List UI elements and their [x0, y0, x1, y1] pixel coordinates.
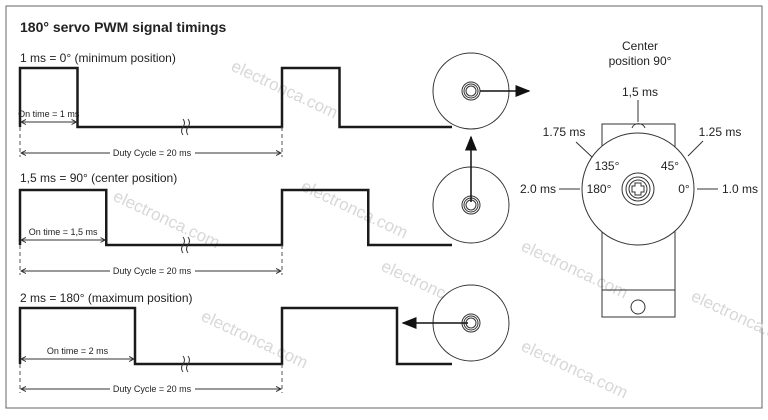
on-time-label: On time = 1,5 ms	[29, 227, 98, 237]
time-break-icon	[181, 236, 190, 254]
mounting-hole	[630, 299, 646, 315]
row-label: 1,5 ms = 90° (center position)	[20, 171, 177, 185]
watermark: electronca.com	[198, 306, 311, 372]
timing-2ms: 2.0 ms	[520, 182, 556, 196]
timing-1-5ms: 1,5 ms	[622, 85, 658, 99]
timing-1-75ms: 1.75 ms	[543, 125, 586, 139]
pwm-row: 1,5 ms = 90° (center position) On time = …	[18, 135, 510, 276]
angle-180: 180°	[587, 182, 612, 196]
watermark: electronca.com	[518, 336, 631, 402]
screw-icon	[631, 182, 645, 196]
center-title: Center	[622, 39, 658, 53]
timing-1-25ms: 1.25 ms	[699, 125, 742, 139]
row-label: 2 ms = 180° (maximum position)	[20, 291, 193, 305]
duty-cycle-label: Duty Cycle = 20 ms	[113, 384, 192, 394]
servo-horn	[581, 132, 695, 246]
angle-135: 135°	[595, 159, 620, 173]
frame	[5, 5, 763, 409]
duty-cycle-label: Duty Cycle = 20 ms	[113, 148, 192, 158]
row-label: 1 ms = 0° (minimum position)	[20, 51, 176, 65]
angle-0: 0°	[678, 182, 690, 196]
time-break-icon	[181, 355, 190, 373]
watermark: electronca.com	[298, 176, 411, 242]
duty-cycle-label: Duty Cycle = 20 ms	[113, 266, 192, 276]
timing-1ms: 1.0 ms	[722, 182, 758, 196]
watermark: electronca.com	[518, 236, 631, 302]
servo-diagram: Center position 90° 1,5 ms 1.75 ms 1.25 …	[520, 39, 758, 318]
pwm-row: 1 ms = 0° (minimum position) On time = 1 …	[18, 51, 531, 158]
center-title-2: position 90°	[609, 54, 672, 68]
time-break-icon	[181, 118, 190, 136]
angle-45: 45°	[661, 159, 679, 173]
watermark: electronca.com	[110, 186, 223, 252]
diagram-title: 180° servo PWM signal timings	[20, 19, 227, 35]
pwm-row: 2 ms = 180° (maximum position) On time = …	[18, 284, 510, 394]
top-notch	[631, 123, 646, 129]
watermark: electronca.com	[228, 56, 341, 122]
on-time-label: On time = 2 ms	[47, 346, 109, 356]
on-time-label: On time = 1 ms	[18, 109, 80, 119]
watermark: electronca.com	[688, 286, 768, 352]
